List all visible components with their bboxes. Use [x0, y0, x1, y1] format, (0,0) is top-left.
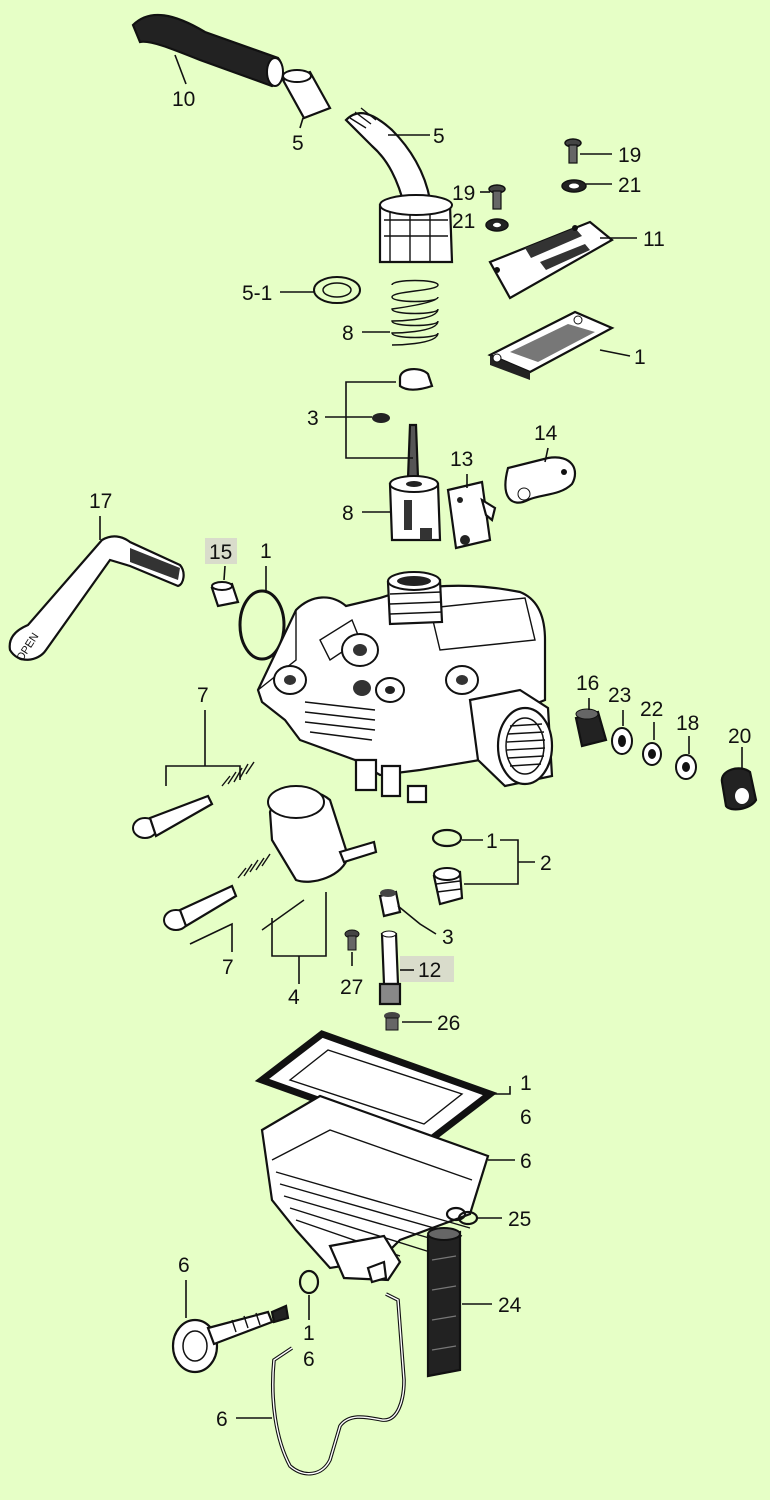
callout-washer-18: 18 [676, 712, 699, 735]
callout-overflow-tube: 24 [498, 1294, 522, 1317]
callout-washer-23: 23 [608, 684, 631, 707]
needle-clip-part [372, 368, 434, 480]
callout-drain-bolt: 2 [540, 852, 552, 875]
callout-cap-washer: 5-1 [242, 282, 272, 305]
washer-23-part [611, 727, 633, 755]
callout-o-ring-25: 25 [508, 1208, 531, 1231]
callout-o-ring-small-b: 6 [303, 1348, 315, 1371]
callout-o-ring-small-a: 1 [303, 1322, 315, 1345]
mixture-screw-part [163, 853, 271, 931]
callout-retaining-wire: 6 [216, 1408, 228, 1431]
callout-idle-screw: 7 [197, 684, 209, 707]
idle-screw-part [132, 761, 255, 839]
washer-22-part [642, 742, 662, 766]
callout-throttle-spring: 8 [342, 322, 354, 345]
slow-jet-part [378, 930, 402, 1006]
callout-link-block: 13 [450, 448, 473, 471]
float-bowl-part [260, 1094, 490, 1284]
washer-lower-part [485, 218, 509, 232]
retaining-wire-part [270, 1292, 406, 1476]
callout-screw-27: 27 [340, 976, 363, 999]
float-part [261, 785, 378, 931]
callout-lever-plate: 14 [534, 422, 558, 445]
gasket-plate-part [487, 310, 615, 380]
washer-upper-part [561, 179, 587, 193]
nut-20-part [720, 767, 758, 811]
callout-bush-16: 16 [576, 672, 599, 695]
callout-bowl-gasket-a: 1 [520, 1072, 532, 1095]
drain-bolt-part [432, 867, 464, 906]
screw-lower-part [488, 184, 506, 210]
hose-clip-part [281, 69, 332, 120]
callout-nut-20: 20 [728, 725, 751, 748]
highlight-12 [400, 956, 454, 982]
washer-18-part [675, 754, 697, 780]
callout-drain-screw: 6 [178, 1254, 190, 1277]
callout-elbow-fitting: 5 [433, 125, 445, 148]
cap-washer-part [313, 276, 361, 304]
callout-float: 4 [288, 986, 300, 1009]
throttle-valve-part [388, 475, 442, 542]
elbow-fitting-part [344, 107, 454, 264]
washer-seal-part [431, 828, 463, 848]
o-ring-part [238, 589, 286, 661]
carburetor-body-part [256, 571, 554, 804]
callout-clip-short: 5 [292, 132, 304, 155]
callout-gasket-plate: 1 [634, 346, 646, 369]
main-jet-part [384, 1012, 400, 1031]
callout-o-ring-1: 1 [260, 540, 272, 563]
callout-slow-jet: 12 [418, 959, 441, 982]
screw-27-part [344, 929, 360, 951]
fuel-hose-part [131, 13, 284, 88]
screw-upper-part [564, 138, 582, 164]
bush-16-part [574, 708, 608, 748]
callout-choke-lever: 17 [89, 490, 112, 513]
bushing-part [210, 581, 240, 608]
callout-screw-upper: 19 [618, 144, 641, 167]
callout-mixture-screw: 7 [222, 956, 234, 979]
link-block-part [446, 480, 497, 550]
needle-jet-part [378, 889, 402, 918]
callout-cover-plate: 11 [643, 228, 665, 251]
cover-plate-part [488, 220, 614, 300]
drain-screw-part [171, 1304, 290, 1374]
callout-washer-22: 22 [640, 698, 663, 721]
o-ring-small-part [298, 1269, 320, 1295]
callout-top-hose: 10 [172, 88, 195, 111]
callout-main-jet: 26 [437, 1012, 460, 1035]
lever-plate-part [504, 456, 577, 504]
callout-needle-clip: 3 [307, 407, 319, 430]
callout-throttle-valve: 8 [342, 502, 354, 525]
callout-washer-lower: 21 [452, 210, 475, 233]
choke-lever-part: OPEN [8, 535, 185, 664]
callout-screw-lower: 19 [452, 182, 475, 205]
callout-needle-jet: 3 [442, 926, 454, 949]
overflow-tube-part [426, 1227, 462, 1378]
callout-washer-upper: 21 [618, 174, 641, 197]
o-ring-25-part [445, 1206, 479, 1226]
callout-bushing-15: 15 [209, 541, 232, 564]
callout-washer-seal: 1 [486, 830, 498, 853]
callout-float-bowl: 6 [520, 1150, 532, 1173]
callout-bowl-gasket-b: 6 [520, 1106, 532, 1129]
highlight-15 [205, 538, 237, 564]
throttle-spring-part [391, 279, 439, 346]
